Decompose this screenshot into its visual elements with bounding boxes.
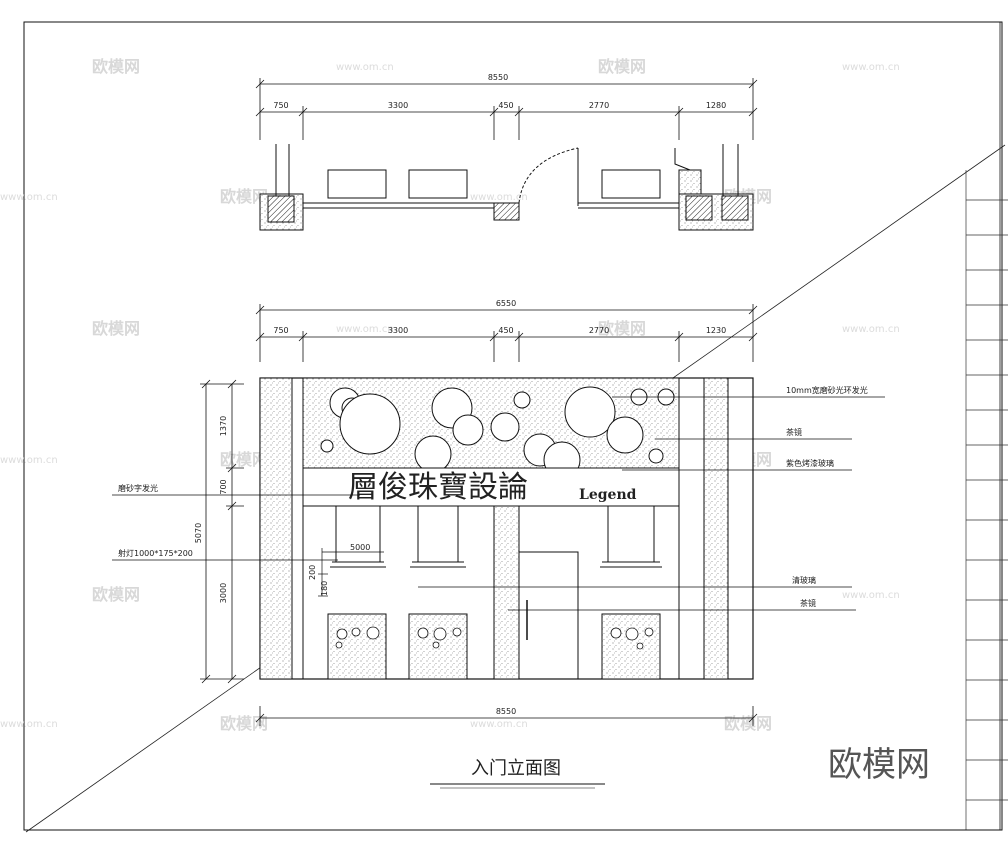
watermark-url: www.om.cn <box>842 62 900 73</box>
spotlights <box>330 506 662 568</box>
elev-height-1: 1370 <box>219 416 228 436</box>
label-frosted-letters: 磨砂字发光 <box>118 483 158 493</box>
watermark: 欧模网 <box>598 57 646 76</box>
elev-height-2: 700 <box>219 479 228 494</box>
plan-right-small-pier <box>678 169 702 195</box>
watermark-url: www.om.cn <box>470 192 528 203</box>
sign-chinese-name: 層俊珠寶設論 <box>348 470 528 505</box>
watermark: 欧模网 <box>724 714 772 733</box>
watermark-url: www.om.cn <box>0 719 58 730</box>
plan-dim-5: 1280 <box>706 101 726 110</box>
watermark-url: www.om.cn <box>842 590 900 601</box>
watermark-url: www.om.cn <box>336 62 394 73</box>
elev-total-dim-top: 6550 <box>496 299 516 308</box>
plan-dim-2: 3300 <box>388 101 408 110</box>
label-frosted-ring: 10mm宽磨砂光环发光 <box>786 385 868 395</box>
plan-display-case-2 <box>408 169 468 199</box>
elev-height-3: 3000 <box>219 583 228 603</box>
brand-watermark: 欧模网 <box>828 745 930 785</box>
elev-dim-2: 3300 <box>388 326 408 335</box>
watermark-url: www.om.cn <box>0 192 58 203</box>
plan-dim-3: 450 <box>498 101 513 110</box>
watermark: 欧模网 <box>598 319 646 338</box>
display-cabinet-3 <box>601 613 661 680</box>
plan-dimensions <box>255 78 758 140</box>
watermark-url: www.om.cn <box>0 455 58 466</box>
elev-dim-3: 450 <box>498 326 513 335</box>
annotation-leaders <box>112 396 885 611</box>
title-block-ticks <box>966 199 1008 801</box>
watermark: 欧模网 <box>92 57 140 76</box>
plan-dim-4: 2770 <box>589 101 609 110</box>
plan-view: 8550 750 3300 450 2770 1280 <box>255 73 758 231</box>
plan-right-column-1 <box>685 195 713 221</box>
plan-left-column <box>267 195 295 223</box>
watermark-url: www.om.cn <box>470 719 528 730</box>
watermark-url: www.om.cn <box>842 324 900 335</box>
elev-dim-4: 2770 <box>589 326 609 335</box>
elev-dim-1: 750 <box>273 326 288 335</box>
right-pier <box>703 377 729 680</box>
label-tea-mirror-upper: 茶镜 <box>786 427 802 437</box>
elevation-view: 6550 750 3300 450 2770 1230 <box>194 299 758 726</box>
watermark: 欧模网 <box>220 714 268 733</box>
plan-door-swing <box>518 147 579 204</box>
elev-dim-5: 1230 <box>706 326 726 335</box>
label-clear-glass: 清玻璃 <box>792 575 816 585</box>
plan-display-case-3 <box>601 169 661 199</box>
label-tea-mirror-lower: 茶镜 <box>800 598 816 608</box>
signboard <box>302 467 680 507</box>
drawing-title: 入门立面图 <box>471 758 561 779</box>
elev-total-dim-bottom: 8550 <box>496 707 516 716</box>
spot-dim-width: 5000 <box>350 543 370 552</box>
label-purple-glass: 紫色烤漆玻璃 <box>786 458 834 468</box>
sign-english-name: Legend <box>579 487 637 503</box>
elev-total-height: 5070 <box>194 523 203 543</box>
watermark: 欧模网 <box>220 187 268 206</box>
plan-dim-1: 750 <box>273 101 288 110</box>
plan-center-column <box>493 202 520 221</box>
center-column <box>493 505 520 680</box>
watermark-url: www.om.cn <box>336 324 394 335</box>
spot-dim-height: 200 <box>308 565 317 580</box>
plan-right-column-2 <box>721 195 749 221</box>
elevation-top-dimensions <box>255 304 758 362</box>
display-cabinet-2 <box>408 613 468 680</box>
elevation-height-dimensions <box>200 379 244 684</box>
plan-display-case-1 <box>327 169 387 199</box>
plan-total-dim: 8550 <box>488 73 508 82</box>
left-pier <box>259 377 293 680</box>
watermark: 欧模网 <box>92 585 140 604</box>
glass-door <box>518 551 579 680</box>
circle-decorations <box>320 386 675 479</box>
label-spotlight: 射灯1000*175*200 <box>118 548 193 558</box>
watermark: 欧模网 <box>92 319 140 338</box>
spot-dim-small: 180 <box>320 581 329 596</box>
